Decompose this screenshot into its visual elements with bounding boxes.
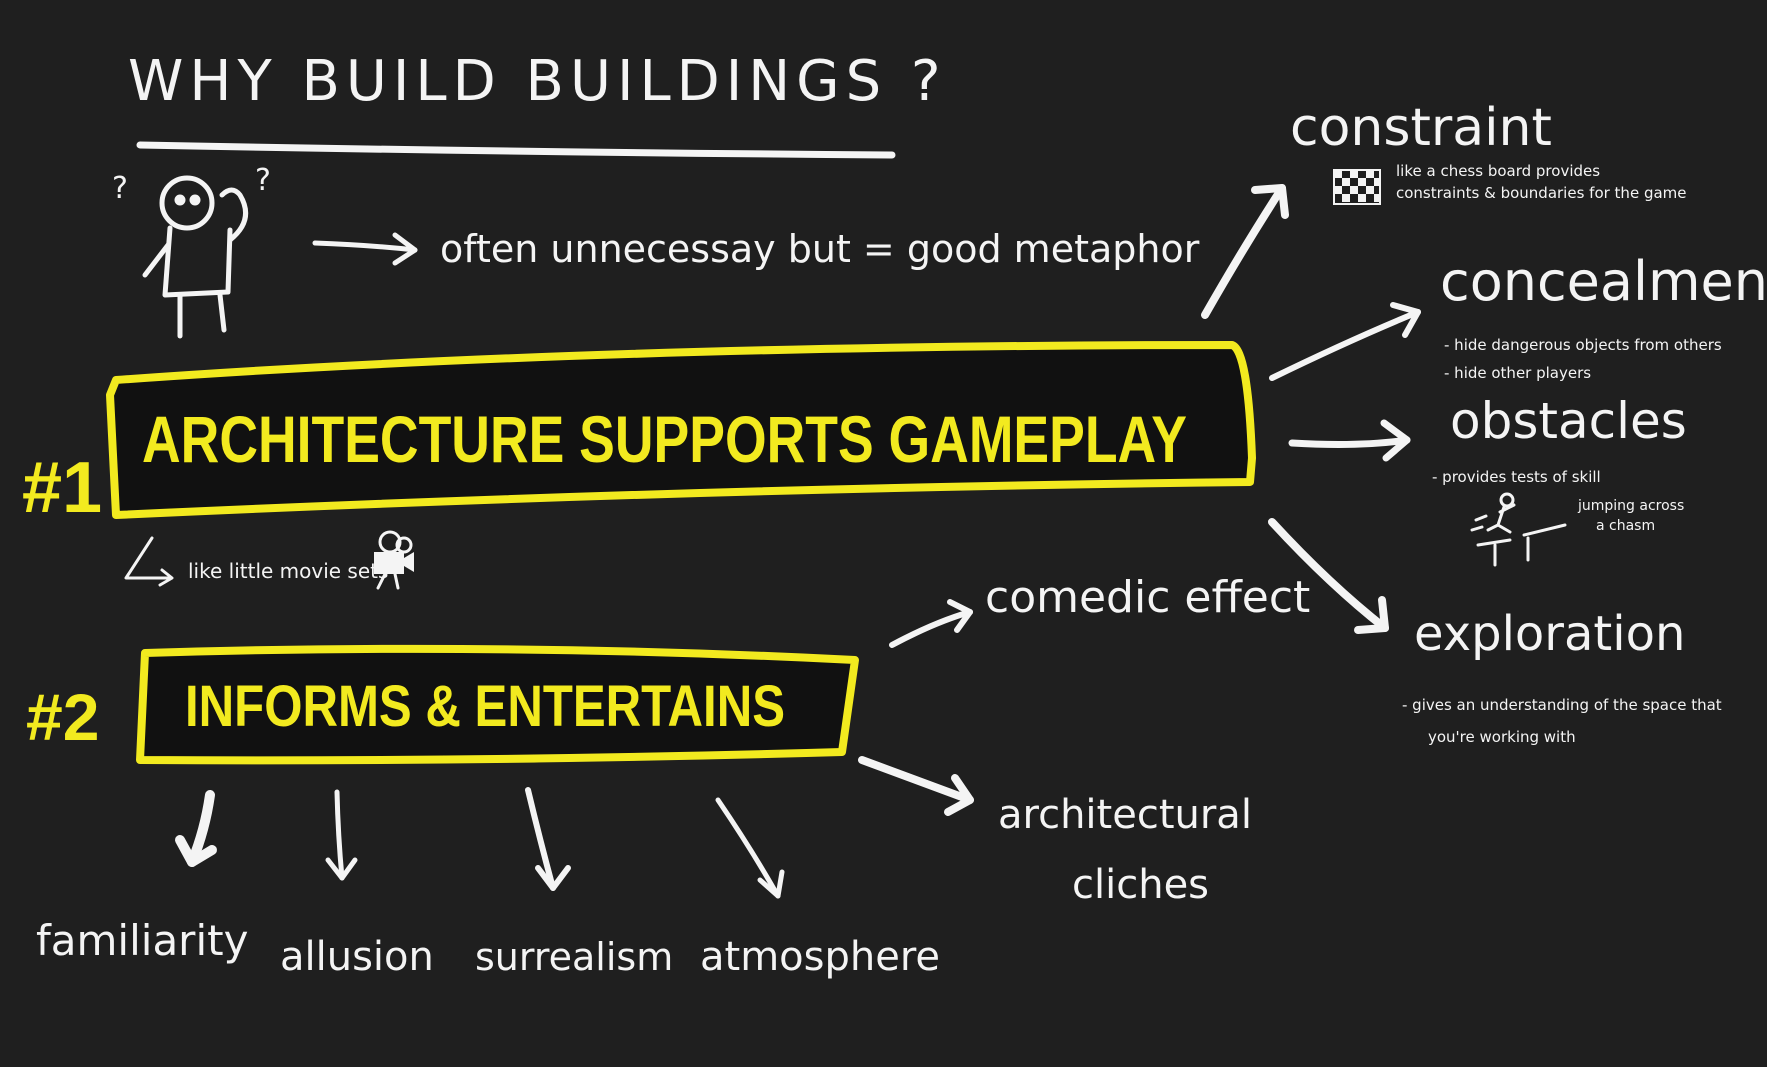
bottom-branch-allusion: allusion (280, 934, 434, 980)
question-mark-right: ? (255, 163, 271, 198)
side-branch-architectural: architectural (998, 792, 1252, 838)
page-title: WHY BUILD BUILDINGS ? (128, 49, 947, 114)
principle1-label: ARCHITECTURE SUPPORTS GAMEPLAY (142, 402, 1187, 476)
arrow-to-comedic-effect (889, 599, 973, 648)
principle1-box (106, 341, 1256, 519)
branch-obstacles-title: obstacles (1450, 392, 1687, 450)
branch-obstacles-note-3: a chasm (1596, 518, 1655, 534)
branch-constraint-note-1: like a chess board provides (1396, 162, 1600, 180)
arrow-to-concealment (1269, 302, 1421, 381)
arrow-to-architectural-cliches (858, 756, 974, 816)
branch-concealment-note-2: - hide other players (1444, 364, 1591, 382)
movie-camera-icon (374, 530, 414, 590)
question-mark-left: ? (112, 171, 128, 206)
arrow-to-atmosphere (715, 797, 785, 899)
arrow-to-surrealism (525, 787, 571, 891)
arrow-to-constraint (1201, 184, 1289, 319)
branch-obstacles-note-1: - provides tests of skill (1432, 468, 1601, 486)
principle1-note: like little movie sets (188, 559, 388, 583)
arrow-to-allusion (325, 789, 358, 881)
arrow-to-obstacles (1288, 419, 1411, 462)
principle2-label: INFORMS & ENTERTAINS (185, 674, 785, 739)
branch-constraint-title: constraint (1290, 98, 1552, 158)
jumping-figure-icon (1470, 492, 1567, 567)
bottom-branch-atmosphere: atmosphere (700, 934, 940, 980)
stick-figure-icon (142, 175, 249, 339)
branch-exploration-title: exploration (1414, 606, 1685, 662)
side-branch-comedic-effect: comedic effect (985, 572, 1310, 623)
note-arrow (124, 536, 174, 587)
branch-constraint-note-2: constraints & boundaries for the game (1396, 184, 1687, 202)
bottom-branch-surrealism: surrealism (475, 935, 673, 979)
branch-concealment-note-1: - hide dangerous objects from others (1444, 336, 1722, 354)
branch-exploration-note-2: you're working with (1428, 728, 1576, 746)
branch-obstacles-note-2: jumping across (1577, 498, 1684, 514)
principle2-box (136, 644, 859, 765)
branch-concealment-title: concealment (1440, 250, 1767, 313)
bottom-branch-familiarity: familiarity (36, 916, 248, 965)
principle2-number: #2 (26, 680, 99, 754)
arrow-to-familiarity (175, 790, 217, 867)
intro-arrow (312, 232, 418, 266)
principle1-number: #1 (22, 448, 102, 528)
intro-text: often unnecessay but = good metaphor (440, 227, 1200, 271)
branch-exploration-note-1: - gives an understanding of the space th… (1402, 696, 1722, 714)
side-branch-cliches: cliches (1072, 862, 1209, 908)
arrow-to-exploration (1268, 518, 1389, 634)
title-underline (136, 141, 896, 159)
chessboard-icon (1333, 169, 1381, 205)
